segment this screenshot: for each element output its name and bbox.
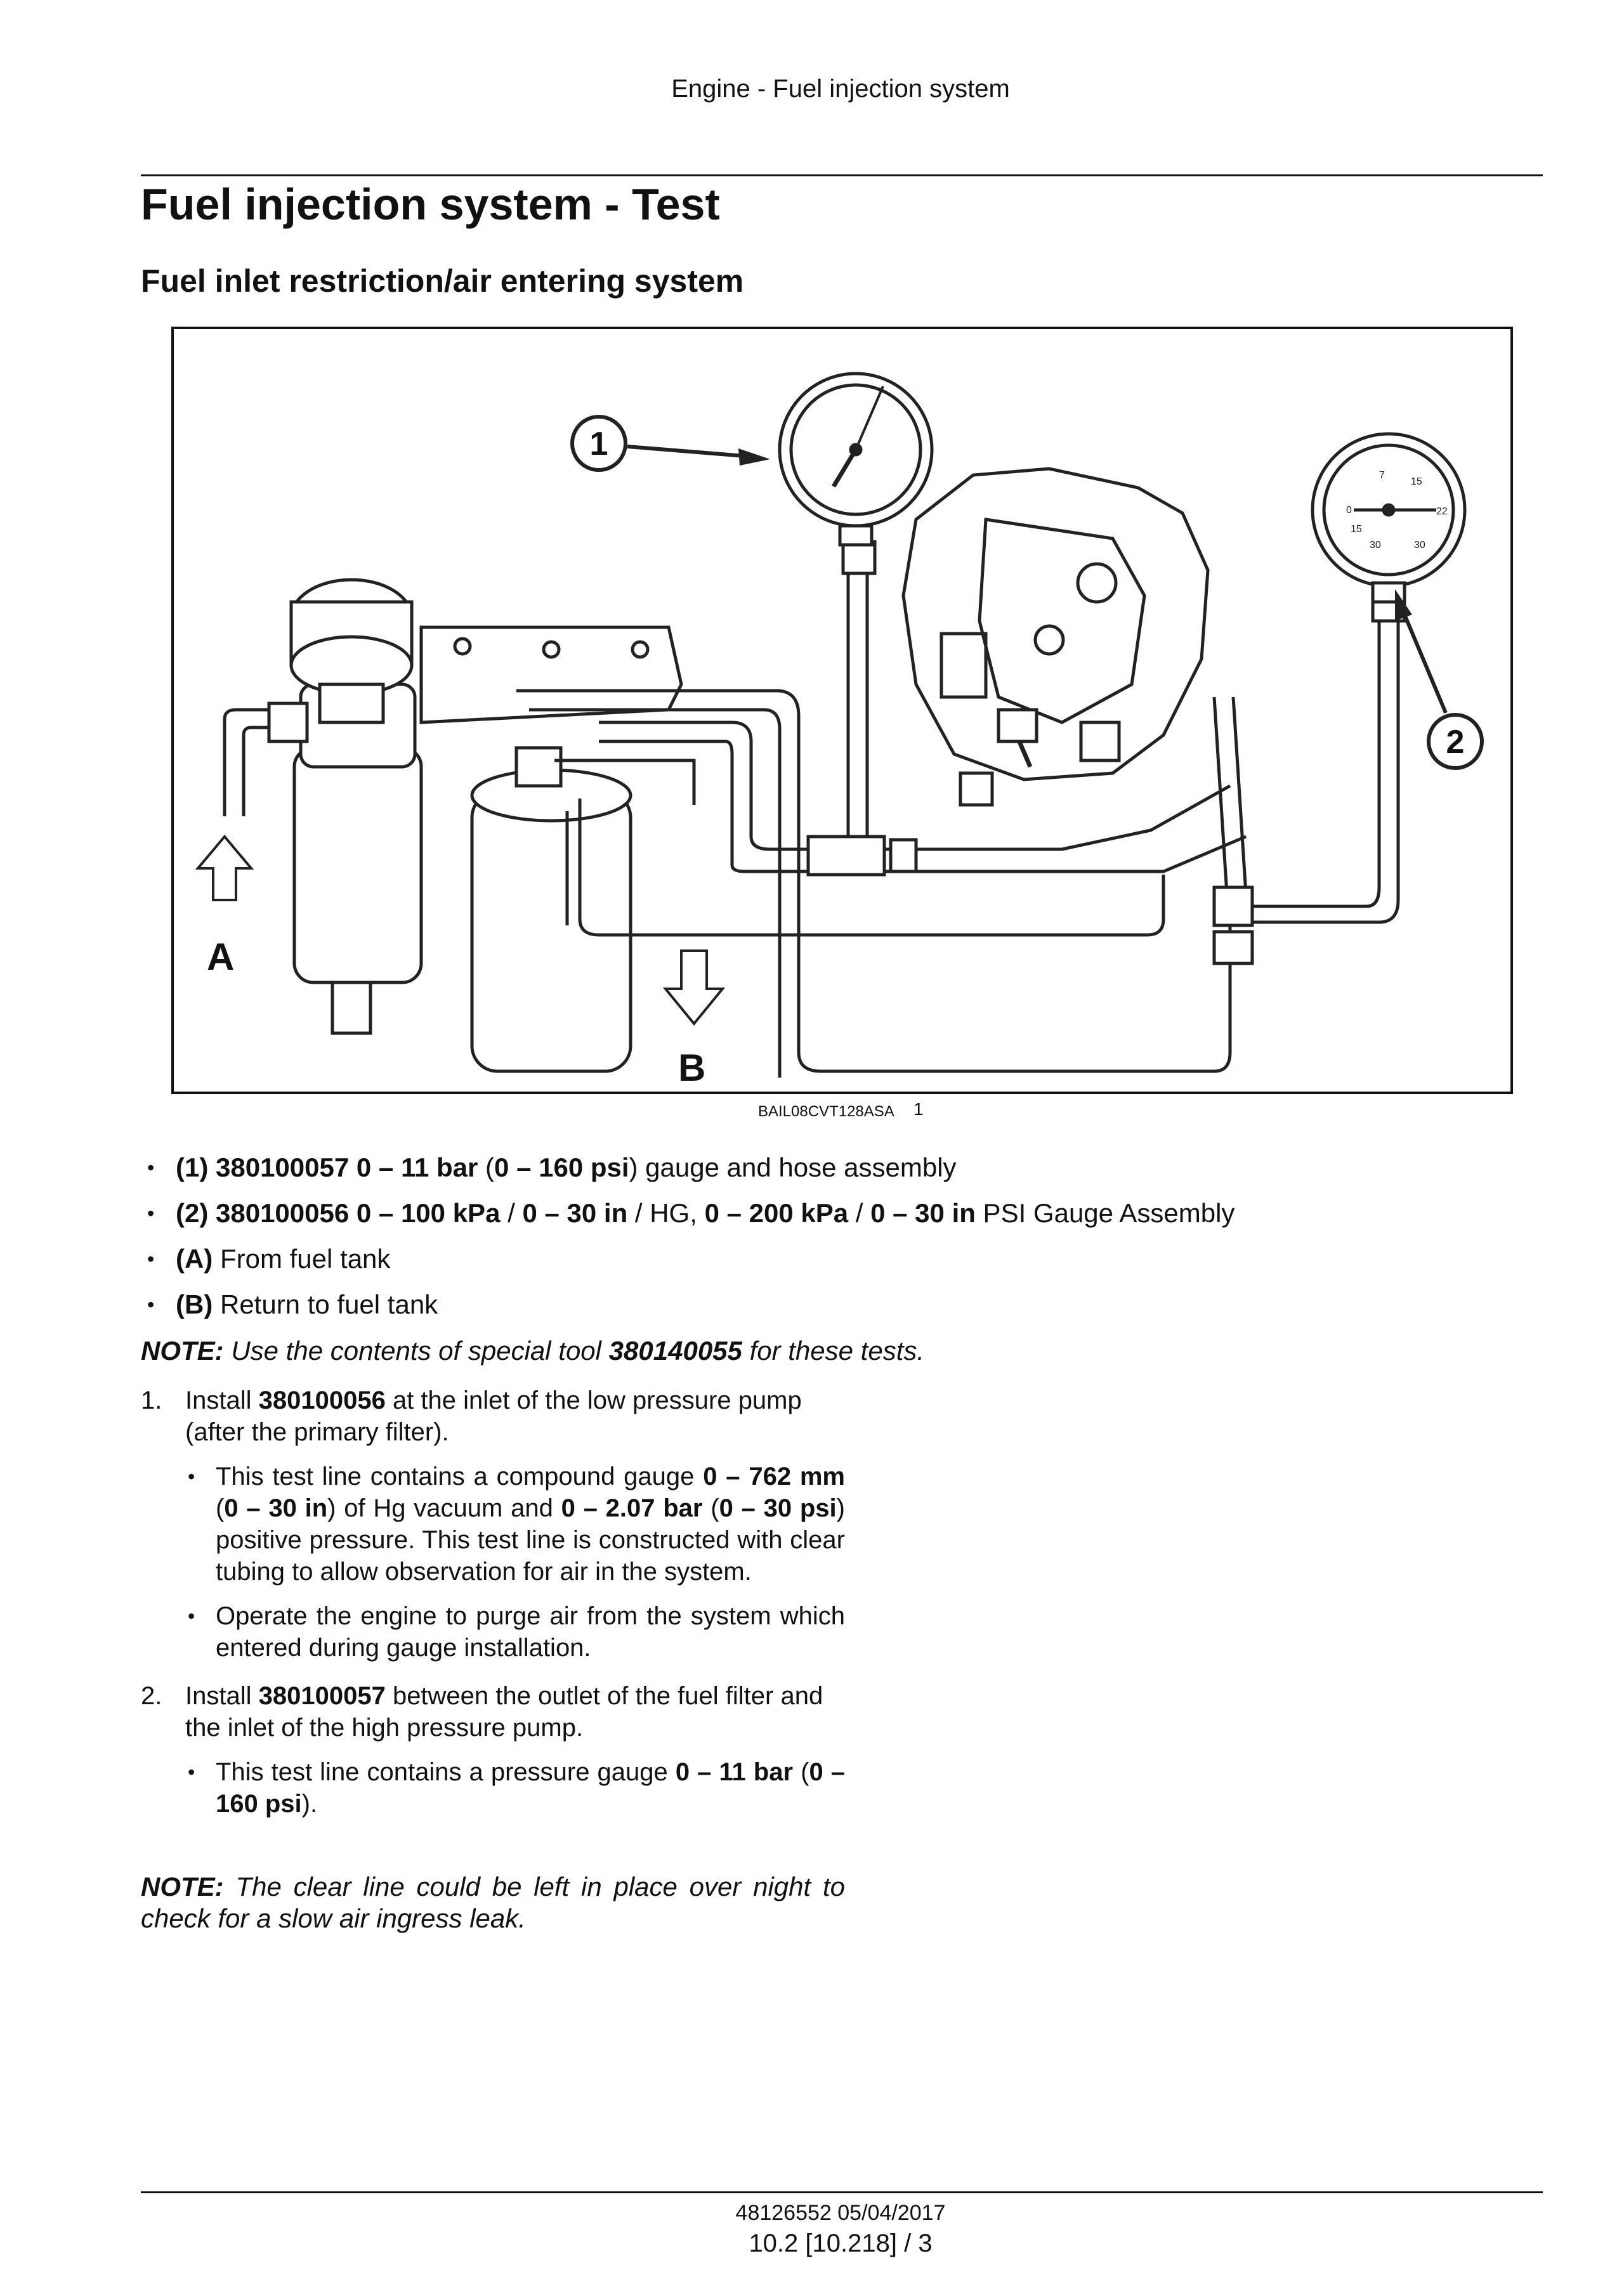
gauge2-tick-15-top: 15 — [1411, 476, 1422, 487]
callout-2-label: 2 — [1446, 724, 1465, 760]
footer-document-id: 48126552 05/04/2017 — [735, 2201, 946, 2225]
footer-page-number: 10.2 [10.218] / 3 — [749, 2229, 933, 2257]
arrow-b-icon — [662, 949, 726, 1026]
step-1-detail: Operate the engine to purge air from the… — [185, 1600, 845, 1664]
inlet-pipe — [223, 708, 275, 816]
gauge2-tick-30-left: 30 — [1370, 540, 1381, 551]
callout-1-label: 1 — [590, 426, 608, 462]
note-slow-leak: NOTE: The clear line could be left in pl… — [141, 1872, 845, 1933]
callout-1-arrow — [627, 445, 745, 458]
legend-item: (2) 380100056 0 – 100 kPa / 0 – 30 in / … — [141, 1190, 1234, 1236]
running-header: Engine - Fuel injection system — [671, 75, 1010, 103]
callout-1-circle — [570, 415, 627, 472]
filter-head — [419, 625, 683, 724]
step-2-detail: This test line contains a pressure gauge… — [185, 1756, 845, 1820]
figure-code: BAIL08CVT128ASA — [758, 1103, 894, 1120]
procedure-steps: 1. Install 380100056 at the inlet of the… — [141, 1385, 845, 1836]
callout-2-arrow — [1403, 613, 1448, 714]
secondary-filter — [470, 746, 632, 1073]
gauge2-tick-22: 22 — [1436, 506, 1448, 517]
high-pressure-pump — [901, 467, 1210, 807]
illustration-drawing: 7 15 0 22 15 30 30 1 2 A B — [195, 372, 1484, 1089]
legend-item: (1) 380100057 0 – 11 bar (0 – 160 psi) g… — [141, 1145, 1234, 1190]
tee-fitting — [806, 835, 886, 877]
section-subtitle: Fuel inlet restriction/air entering syst… — [141, 263, 744, 299]
gauge2-hose — [1252, 608, 1381, 908]
step-1-detail: This test line contains a compound gauge… — [185, 1461, 845, 1588]
gauge2-tick-0: 0 — [1346, 505, 1352, 516]
step-2: 2. Install 380100057 between the outlet … — [141, 1680, 845, 1820]
callout-b-label: B — [678, 1047, 705, 1089]
callout-a-label: A — [207, 936, 234, 978]
step-1: 1. Install 380100056 at the inlet of the… — [141, 1385, 845, 1664]
note-special-tool: NOTE: Use the contents of special tool 3… — [141, 1336, 925, 1366]
primary-filter — [267, 578, 423, 1035]
pump-supply-line — [599, 721, 1231, 851]
gauge2-tick-30-right: 30 — [1414, 540, 1425, 551]
gauge2-tick-15-bottom: 15 — [1351, 524, 1362, 535]
gauge-1 — [778, 372, 934, 547]
gauge-2 — [1311, 432, 1467, 604]
figure-number: 1 — [914, 1099, 924, 1119]
footer-rule — [141, 2191, 1543, 2193]
tee-fitting-2 — [1212, 885, 1254, 927]
figure-legend: (1) 380100057 0 – 11 bar (0 – 160 psi) g… — [141, 1145, 1234, 1327]
gauge2-tick-7: 7 — [1379, 470, 1385, 481]
fuel-system-illustration: 7 15 0 22 15 30 30 1 2 A B — [171, 327, 1513, 1094]
feed-line — [516, 689, 1232, 1073]
page-title: Fuel injection system - Test — [141, 179, 720, 229]
callout-2-circle — [1427, 713, 1484, 770]
header-rule — [141, 174, 1543, 176]
legend-item: (B) Return to fuel tank — [141, 1282, 1234, 1327]
return-line — [554, 759, 696, 805]
legend-item: (A) From fuel tank — [141, 1236, 1234, 1282]
arrow-a-icon — [195, 834, 254, 901]
